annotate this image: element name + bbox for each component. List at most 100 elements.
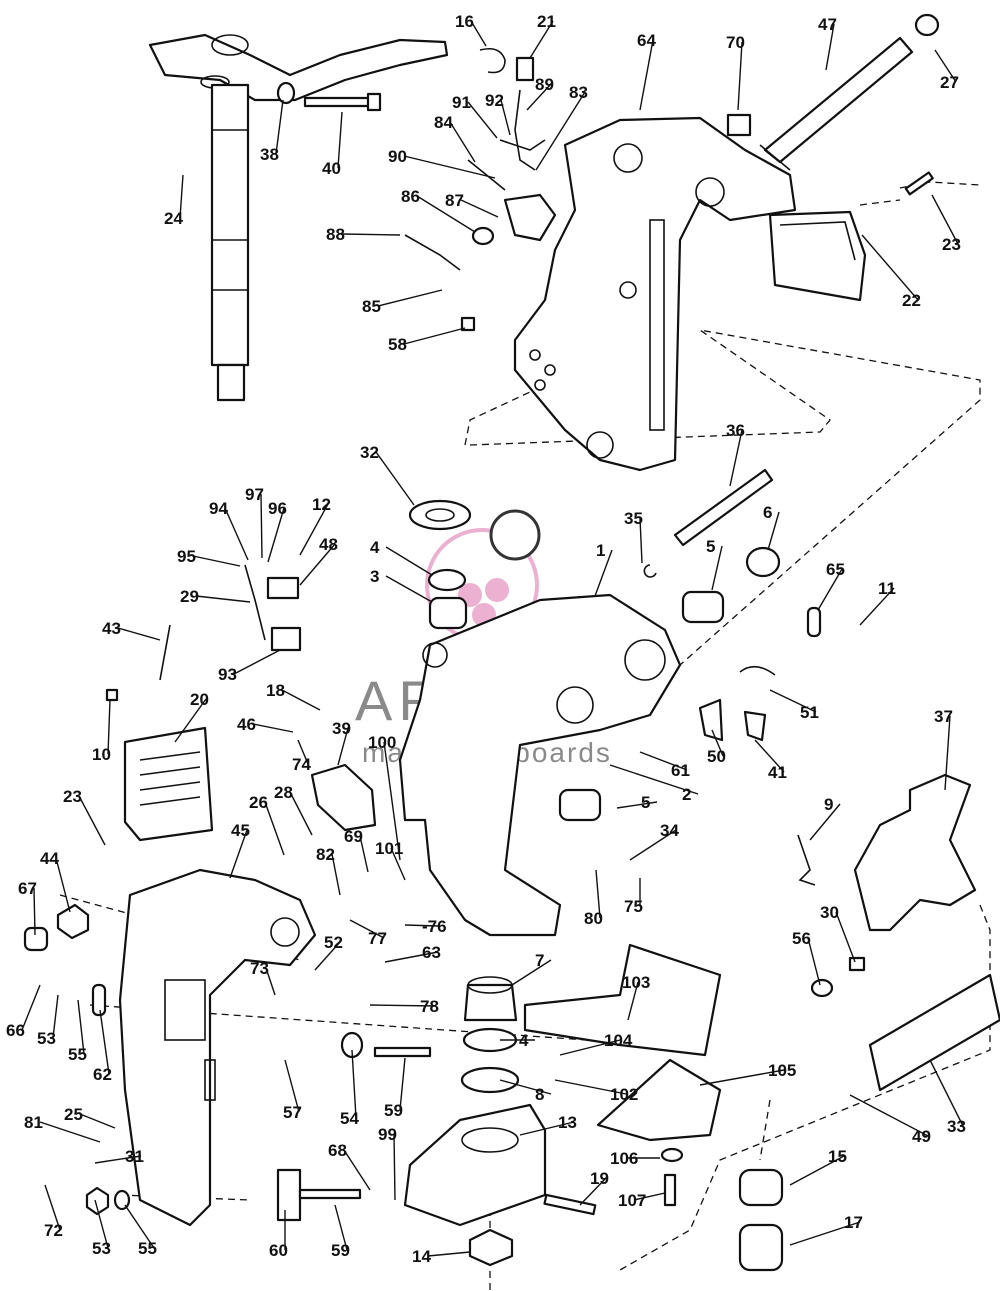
part-43-wire: [159, 624, 171, 681]
callout-c54: 54: [340, 1109, 359, 1128]
leader-line: [224, 507, 249, 561]
callout-c32: 32: [360, 443, 379, 462]
part-4-bushing: [427, 568, 467, 592]
callout-c72: 72: [44, 1221, 63, 1240]
part-10-screw: [105, 688, 119, 702]
part-3-bushing: [428, 596, 468, 630]
leader-line: [769, 689, 817, 713]
part-24-steering-shaft: [148, 33, 449, 402]
callout-c24: 24: [164, 209, 183, 228]
leader-line: [595, 869, 601, 919]
leader-line: [699, 1069, 785, 1086]
leader-line: [633, 1192, 666, 1201]
callout-c21: 21: [537, 12, 556, 31]
callout-c63: 63: [422, 943, 441, 962]
callout-c99: 99: [378, 1125, 397, 1144]
callout-c85: 85: [362, 297, 381, 316]
callout-c68: 68: [328, 1141, 347, 1160]
leader-line: [33, 887, 36, 936]
leader-line: [393, 1133, 396, 1201]
leader-line: [835, 911, 856, 963]
callout-c59b: 59: [331, 1241, 350, 1260]
part-64-swivel-bracket: [513, 116, 797, 472]
callout-c26: 26: [249, 793, 268, 812]
callout-c15: 15: [828, 1147, 847, 1166]
leader-line: [267, 507, 285, 563]
part-60-plate: [276, 1168, 302, 1222]
callout-c52: 52: [324, 933, 343, 952]
part-35-clip: [643, 564, 657, 578]
leader-line: [281, 689, 321, 711]
leader-line: [314, 941, 341, 971]
leader-line: [861, 234, 919, 301]
callout-c62: 62: [93, 1065, 112, 1084]
leader-line: [403, 327, 466, 345]
leader-line: [195, 595, 251, 603]
leader-line: [79, 1113, 116, 1129]
callout-c74: 74: [292, 755, 311, 774]
part-67-knob: [23, 926, 49, 952]
callout-c94: 94: [209, 499, 228, 518]
leader-line: [737, 41, 743, 111]
leader-line: [299, 543, 336, 586]
leader-line: [284, 1059, 300, 1113]
leader-line: [124, 1204, 155, 1249]
callout-c80: 80: [584, 909, 603, 928]
callout-c5a: 5: [706, 537, 715, 556]
part-8-bearing: [460, 1066, 520, 1094]
part-105-bracket: [596, 1058, 722, 1142]
callout-c69: 69: [344, 827, 363, 846]
part-106-washer: [660, 1147, 684, 1163]
part-55-washer-lower: [113, 1189, 131, 1211]
callout-c30: 30: [820, 903, 839, 922]
callout-c4b: 4: [519, 1031, 529, 1050]
callout-c39: 39: [332, 719, 351, 738]
leader-line: [470, 20, 487, 47]
leader-line: [55, 857, 71, 913]
leader-line: [334, 1204, 348, 1251]
callout-c93: 93: [218, 665, 237, 684]
leader-line: [399, 1057, 406, 1111]
callout-c14: 14: [412, 1247, 431, 1266]
leader-line: [789, 1221, 861, 1246]
part-7-bushing: [463, 976, 518, 1022]
leader-line: [77, 999, 85, 1055]
callout-c55a: 55: [68, 1045, 87, 1064]
part-6-washer: [745, 546, 781, 578]
leader-line: [754, 739, 785, 773]
part-36-pin: [673, 468, 774, 547]
leader-line: [807, 937, 821, 986]
leader-line: [535, 91, 586, 171]
callout-c27: 27: [940, 73, 959, 92]
callout-c89: 89: [535, 75, 554, 94]
callout-c16: 16: [455, 12, 474, 31]
part-56-screw: [810, 978, 834, 998]
callout-c67: 67: [18, 879, 37, 898]
leader-line: [179, 174, 184, 219]
callout-c82: 82: [316, 845, 335, 864]
part-38-washer: [276, 81, 296, 105]
leader-line: [289, 791, 313, 836]
callout-c101: 101: [375, 839, 403, 858]
leader-line: [21, 984, 41, 1031]
callout-c10: 10: [92, 745, 111, 764]
leader-line: [233, 649, 281, 675]
leader-line: [377, 289, 443, 307]
leader-line: [519, 1121, 575, 1136]
callout-c57: 57: [283, 1103, 302, 1122]
part-41-cam: [743, 710, 767, 742]
part-103-plate: [523, 943, 722, 1057]
leader-line: [351, 1049, 357, 1119]
callout-c38: 38: [260, 145, 279, 164]
part-45-clamp-bracket: [118, 868, 317, 1227]
leader-line: [639, 39, 654, 111]
part-59-bolt-upper: [373, 1046, 432, 1058]
callout-c41: 41: [768, 763, 787, 782]
callout-c87: 87: [445, 191, 464, 210]
leader-line: [94, 1199, 109, 1249]
leader-line: [616, 801, 658, 809]
part-107-bolt: [663, 1173, 677, 1207]
callout-c103: 103: [622, 973, 650, 992]
callout-c83: 83: [569, 83, 588, 102]
callout-c104: 104: [604, 1031, 633, 1050]
